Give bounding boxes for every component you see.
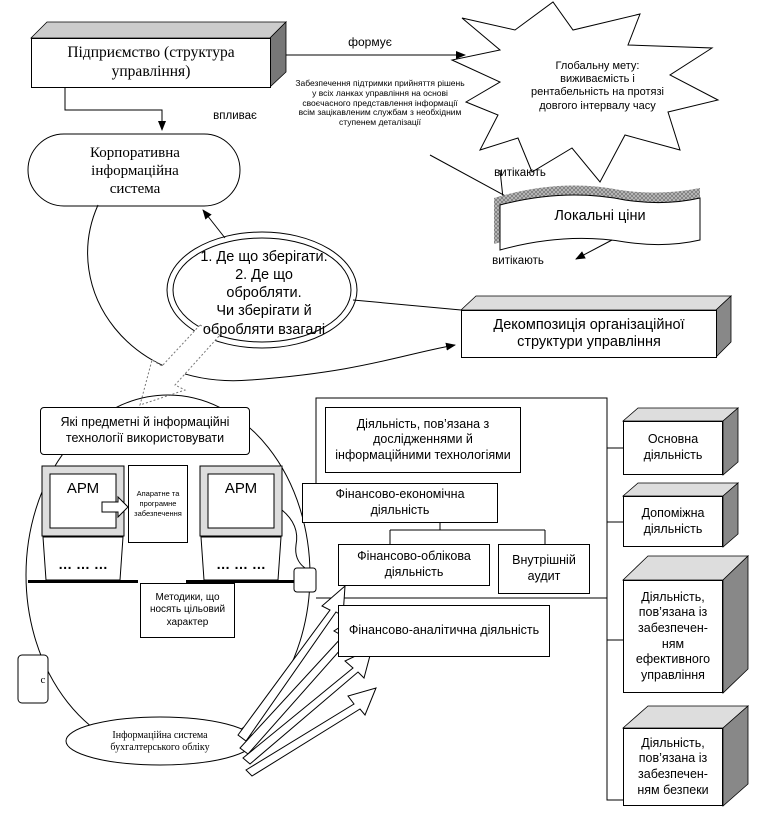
question-2: 2. Де що обробляти.	[226, 267, 302, 302]
technologies-box: Які предметні й інформаційні технології …	[40, 407, 250, 455]
management-activity-box: Діяльність, пов’язана із забезпечен-ням …	[623, 580, 723, 693]
questions-ellipse	[172, 237, 352, 343]
side-3d-shadows	[621, 407, 750, 807]
loop-curve	[87, 204, 456, 382]
arm-left-label: АРМ	[66, 480, 100, 497]
influences-label: впливає	[213, 110, 257, 122]
financial-analytic-label: Фінансово-аналітична діяльність	[348, 623, 540, 638]
research-activity-box: Діяльність, пов’язана з дослідженнями й …	[325, 407, 521, 473]
enterprise-box: Підприємство (структура управління)	[31, 38, 271, 88]
technologies-label: Які предметні й інформаційні технології …	[60, 415, 230, 445]
local-values-banner	[499, 194, 701, 251]
block-arrows	[237, 584, 377, 777]
financial-accounting-label: Фінансово-облікова діяльність	[357, 549, 471, 579]
hardware-label: Апаратне та програмне забезпечення	[134, 489, 182, 518]
local-values-label: Локальні ціни	[554, 208, 646, 224]
financial-economic-box: Фінансово-економічна діяльність	[302, 483, 498, 523]
research-activity-label: Діяльність, пов’язана з дослідженнями й …	[335, 416, 511, 462]
flow-out-2: витікають	[492, 255, 544, 267]
internal-audit-label: Внутрішній аудит	[512, 553, 576, 583]
arm-right-monitor	[186, 465, 296, 583]
decomposition-box: Декомпозиція організаційної структури уп…	[461, 310, 717, 358]
goal-text: Глобальну мету: виживаємість і рентабель…	[531, 60, 664, 112]
financial-economic-label: Фінансово-економічна діяльність	[335, 487, 465, 517]
question-1: 1. Де що зберігати.	[200, 249, 328, 265]
internal-audit-box: Внутрішній аудит	[498, 544, 590, 594]
small-left-box	[17, 654, 49, 704]
security-activity-box: Діяльність, пов’язана із забезпечен-ням …	[623, 728, 723, 806]
goal-star	[450, 1, 720, 183]
hardware-box: Апаратне та програмне забезпечення	[128, 465, 188, 543]
dots-left: … … …	[58, 556, 108, 572]
question-3: Чи зберігати й обробляти взагалі	[202, 303, 326, 338]
influences-arrow	[64, 87, 166, 131]
arm-right-label: АРМ	[224, 480, 258, 497]
flow-out-1: витікають	[494, 167, 546, 179]
financial-accounting-box: Фінансово-облікова діяльність	[338, 544, 490, 586]
support-note: Забезпечення підтримки прийняття рішень …	[295, 78, 465, 128]
auxiliary-activity-label: Допоміжна діяльність	[641, 505, 705, 536]
financial-analytic-box: Фінансово-аналітична діяльність	[338, 605, 550, 657]
auxiliary-activity-box: Допоміжна діяльність	[623, 496, 723, 547]
accounting-is-label: Інформаційна система бухгалтерського обл…	[110, 730, 210, 753]
enterprise-label: Підприємство (структура управління)	[67, 44, 235, 80]
arm-left-monitor	[28, 465, 138, 583]
questions-text: 1. Де що зберігати. 2. Де що обробляти. …	[200, 248, 328, 339]
main-activity-label: Основна діяльність	[643, 432, 703, 462]
dots-right: … … …	[216, 556, 266, 572]
management-activity-label: Діяльність, пов’язана із забезпечен-ням …	[635, 589, 711, 682]
forms-label: формує	[348, 35, 392, 49]
dotted-arrow	[139, 324, 221, 406]
cis-shape	[27, 133, 241, 207]
cis-label: Корпоративна інформаційна система	[90, 145, 180, 197]
decomposition-label: Декомпозиція організаційної структури уп…	[493, 316, 685, 350]
small-left-letter: с	[40, 674, 46, 686]
main-activity-box: Основна діяльність	[623, 421, 723, 475]
methods-label: Методики, що носять цільовий характер	[149, 591, 226, 628]
security-activity-label: Діяльність, пов’язана із забезпечен-ням …	[637, 735, 709, 797]
methods-box: Методики, що носять цільовий характер	[140, 583, 235, 638]
